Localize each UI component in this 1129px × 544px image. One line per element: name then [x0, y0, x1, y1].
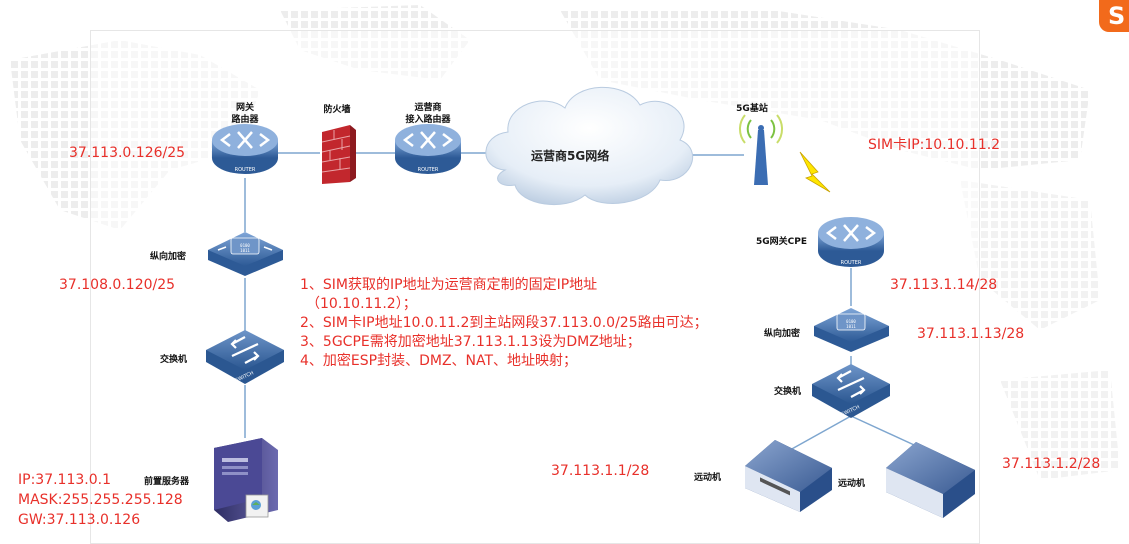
encryptor-left-ip-annotation: 37.108.0.120/25 [59, 277, 176, 293]
base-station-label: 5G基站 [736, 104, 768, 114]
remote-terminal-1-ip-annotation: 37.113.1.1/28 [551, 463, 650, 479]
switch-left-label: 交换机 [160, 355, 188, 365]
server-label: 前置服务器 [144, 477, 190, 487]
svg-text:1011: 1011 [240, 248, 250, 253]
cpe-label: 5G网关CPE [756, 237, 807, 247]
note-line: 1、SIM获取的IP地址为运营商定制的固定IP地址 [300, 277, 598, 293]
server-ip-annotation: IP:37.113.0.1 [18, 472, 111, 488]
remote-terminal-2-icon[interactable] [886, 442, 975, 518]
note-line: 2、SIM卡IP地址10.0.11.2到主站网段37.113.0.0/25路由可… [300, 315, 708, 331]
brand-logo: S [1099, 0, 1129, 32]
svg-text:0100: 0100 [846, 319, 856, 324]
switch-right-label: 交换机 [774, 387, 802, 397]
svg-text:0100: 0100 [240, 243, 250, 248]
router-tag: ROUTER [418, 167, 439, 173]
cloud-label: 运营商5G网络 [531, 149, 610, 163]
note-line: 3、5GCPE需将加密地址37.113.1.13设为DMZ地址； [300, 334, 641, 350]
encryptor-right-ip-annotation: 37.113.1.13/28 [917, 326, 1025, 342]
remote-terminal-2-label: 远动机 [838, 479, 866, 489]
remote-terminal-1-label: 远动机 [694, 473, 722, 483]
cpe-router-icon[interactable]: ROUTER [818, 217, 884, 267]
front-server-icon[interactable] [214, 438, 278, 522]
firewall-icon[interactable] [321, 125, 356, 184]
carrier-router-label: 运营商 接入路由器 [405, 103, 451, 125]
notes-block: 1、SIM获取的IP地址为运营商定制的固定IP地址 （10.10.11.2）； … [300, 276, 708, 371]
server-gw-annotation: GW:37.113.0.126 [18, 512, 141, 528]
switch-left-icon[interactable]: SWITCH [206, 330, 284, 384]
encryptor-left-icon[interactable]: 0100 1011 [208, 232, 283, 276]
server-mask-annotation: MASK:255.255.255.128 [18, 492, 183, 508]
carrier-5g-cloud [485, 86, 693, 206]
router-tag: ROUTER [841, 260, 862, 266]
note-line: 4、加密ESP封装、DMZ、NAT、地址映射； [300, 353, 578, 369]
cpe-ip-annotation: 37.113.1.14/28 [890, 277, 998, 293]
encryptor-left-label: 纵向加密 [150, 252, 187, 262]
encryptor-right-label: 纵向加密 [764, 329, 801, 339]
sim-ip-annotation: SIM卡IP:10.10.11.2 [868, 137, 1001, 153]
svg-text:1011: 1011 [846, 324, 856, 329]
base-station-icon[interactable] [738, 114, 784, 185]
remote-terminal-1-icon[interactable] [745, 440, 832, 512]
router-tag: ROUTER [235, 167, 256, 173]
wireless-link-bolt-icon [799, 151, 831, 193]
gateway-router-icon[interactable]: ROUTER [212, 124, 278, 174]
gateway-ip-annotation: 37.113.0.126/25 [69, 145, 186, 161]
note-line: （10.10.11.2）； [306, 296, 417, 312]
links [244, 152, 926, 451]
firewall-label: 防火墙 [323, 105, 351, 115]
carrier-router-icon[interactable]: ROUTER [395, 124, 461, 174]
encryptor-right-icon[interactable]: 0100 1011 [814, 308, 889, 352]
switch-right-icon[interactable]: SWITCH [812, 364, 890, 418]
gateway-router-label: 网关 路由器 [231, 103, 259, 125]
remote-terminal-2-ip-annotation: 37.113.1.2/28 [1002, 456, 1101, 472]
